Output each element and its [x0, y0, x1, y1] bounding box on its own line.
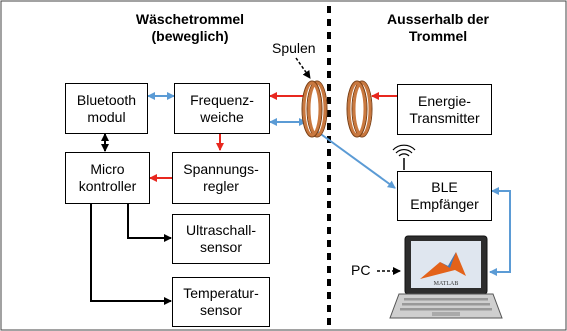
- box-ble-empfaenger: BLE Empfänger: [397, 171, 492, 221]
- micro-temperatur-link: [90, 204, 172, 305]
- laptop-icon: MATLAB: [389, 235, 503, 319]
- label-pc: PC: [351, 262, 371, 278]
- box-frequenzweiche: Frequenz- weiche: [174, 83, 270, 134]
- spulen-pointer-arrow: [295, 57, 311, 79]
- matlab-logo-icon: [420, 252, 466, 279]
- coil-ble-data-link: [317, 131, 396, 189]
- box-bluetooth-modul: Bluetooth modul: [65, 83, 148, 134]
- matlab-screen-text: MATLAB: [434, 281, 459, 287]
- coil-inner: [301, 80, 328, 138]
- box-energie-transmitter: Energie- Transmitter: [397, 84, 492, 135]
- wireless-signal-icon: [392, 144, 416, 170]
- coil-outer: [346, 80, 373, 138]
- header-waschetrommel: Wäschetrommel (beweglich): [135, 11, 245, 44]
- box-spannungsregler: Spannungs- regler: [172, 152, 270, 204]
- micro-ultraschall-link: [127, 204, 172, 242]
- box-temperatursensor: Temperatur- sensor: [172, 277, 270, 327]
- ble-laptop-data-link: [489, 187, 511, 276]
- label-spulen: Spulen: [272, 40, 316, 56]
- header-ausserhalb: Ausserhalb der Trommel: [387, 11, 489, 44]
- box-microkontroller: Micro kontroller: [65, 152, 150, 204]
- box-ultraschallsensor: Ultraschall- sensor: [172, 214, 270, 264]
